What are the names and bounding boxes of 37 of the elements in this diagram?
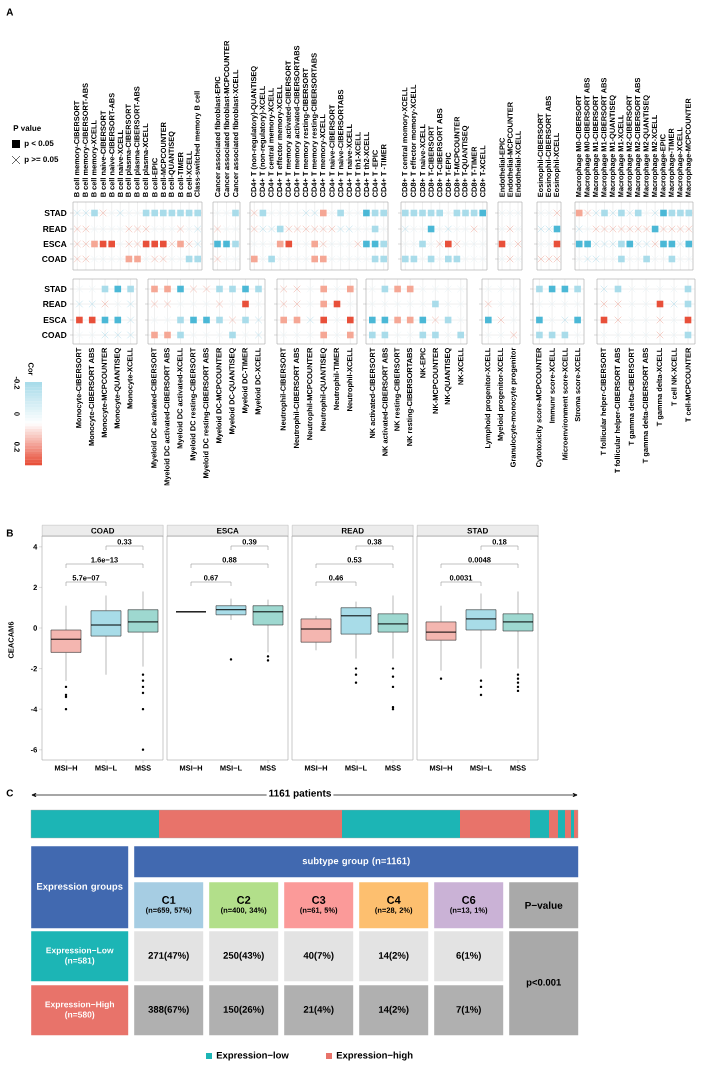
table-header-cell: subtype group (n=1161) [134, 846, 579, 878]
panel-letter: B [6, 529, 13, 537]
table-cell: 40(7%) [284, 931, 354, 982]
table-cell: 250(43%) [209, 931, 279, 982]
row-header-cell: Expression−Low (n=581) [31, 931, 129, 982]
panel-letter: C [6, 789, 14, 797]
table-cell: 6(1%) [434, 931, 504, 982]
row-label: STAD [44, 210, 67, 216]
panel-letter: A [6, 8, 14, 16]
row-label: READ [43, 226, 67, 232]
table-header-cell: P−value [509, 882, 579, 929]
facet-strip: ESCA [167, 525, 289, 537]
row-header-cell: Expression−High (n=580) [31, 985, 129, 1036]
table-cell: 271(47%) [134, 931, 204, 982]
facet-strip: COAD [42, 525, 164, 537]
row-label: COAD [42, 332, 67, 338]
table-cell: 7(1%) [434, 985, 504, 1036]
facet-strip: READ [292, 525, 414, 537]
dimension-label: 1161 patients [266, 787, 334, 801]
table-cell: 388(67%) [134, 985, 204, 1036]
table-header-cell: Expression groups [31, 846, 129, 929]
row-label: READ [43, 301, 67, 307]
row-label: ESCA [43, 241, 67, 247]
legend-title: P value [13, 125, 41, 131]
row-label: COAD [42, 256, 67, 262]
legend-label: p >= 0.05 [24, 156, 59, 164]
legend-label: Expression−low [216, 1051, 289, 1061]
table-cell: 14(2%) [359, 985, 429, 1036]
table-cell: p<0.001 [509, 931, 579, 1036]
facet-strip: STAD [417, 525, 539, 537]
table-cell: 14(2%) [359, 931, 429, 982]
legend-label: Expression−high [336, 1051, 413, 1061]
table-cell: 21(4%) [284, 985, 354, 1036]
table-cell: 150(26%) [209, 985, 279, 1036]
row-label: STAD [44, 286, 67, 292]
legend-label: p < 0.05 [24, 140, 54, 148]
row-label: ESCA [43, 317, 67, 323]
